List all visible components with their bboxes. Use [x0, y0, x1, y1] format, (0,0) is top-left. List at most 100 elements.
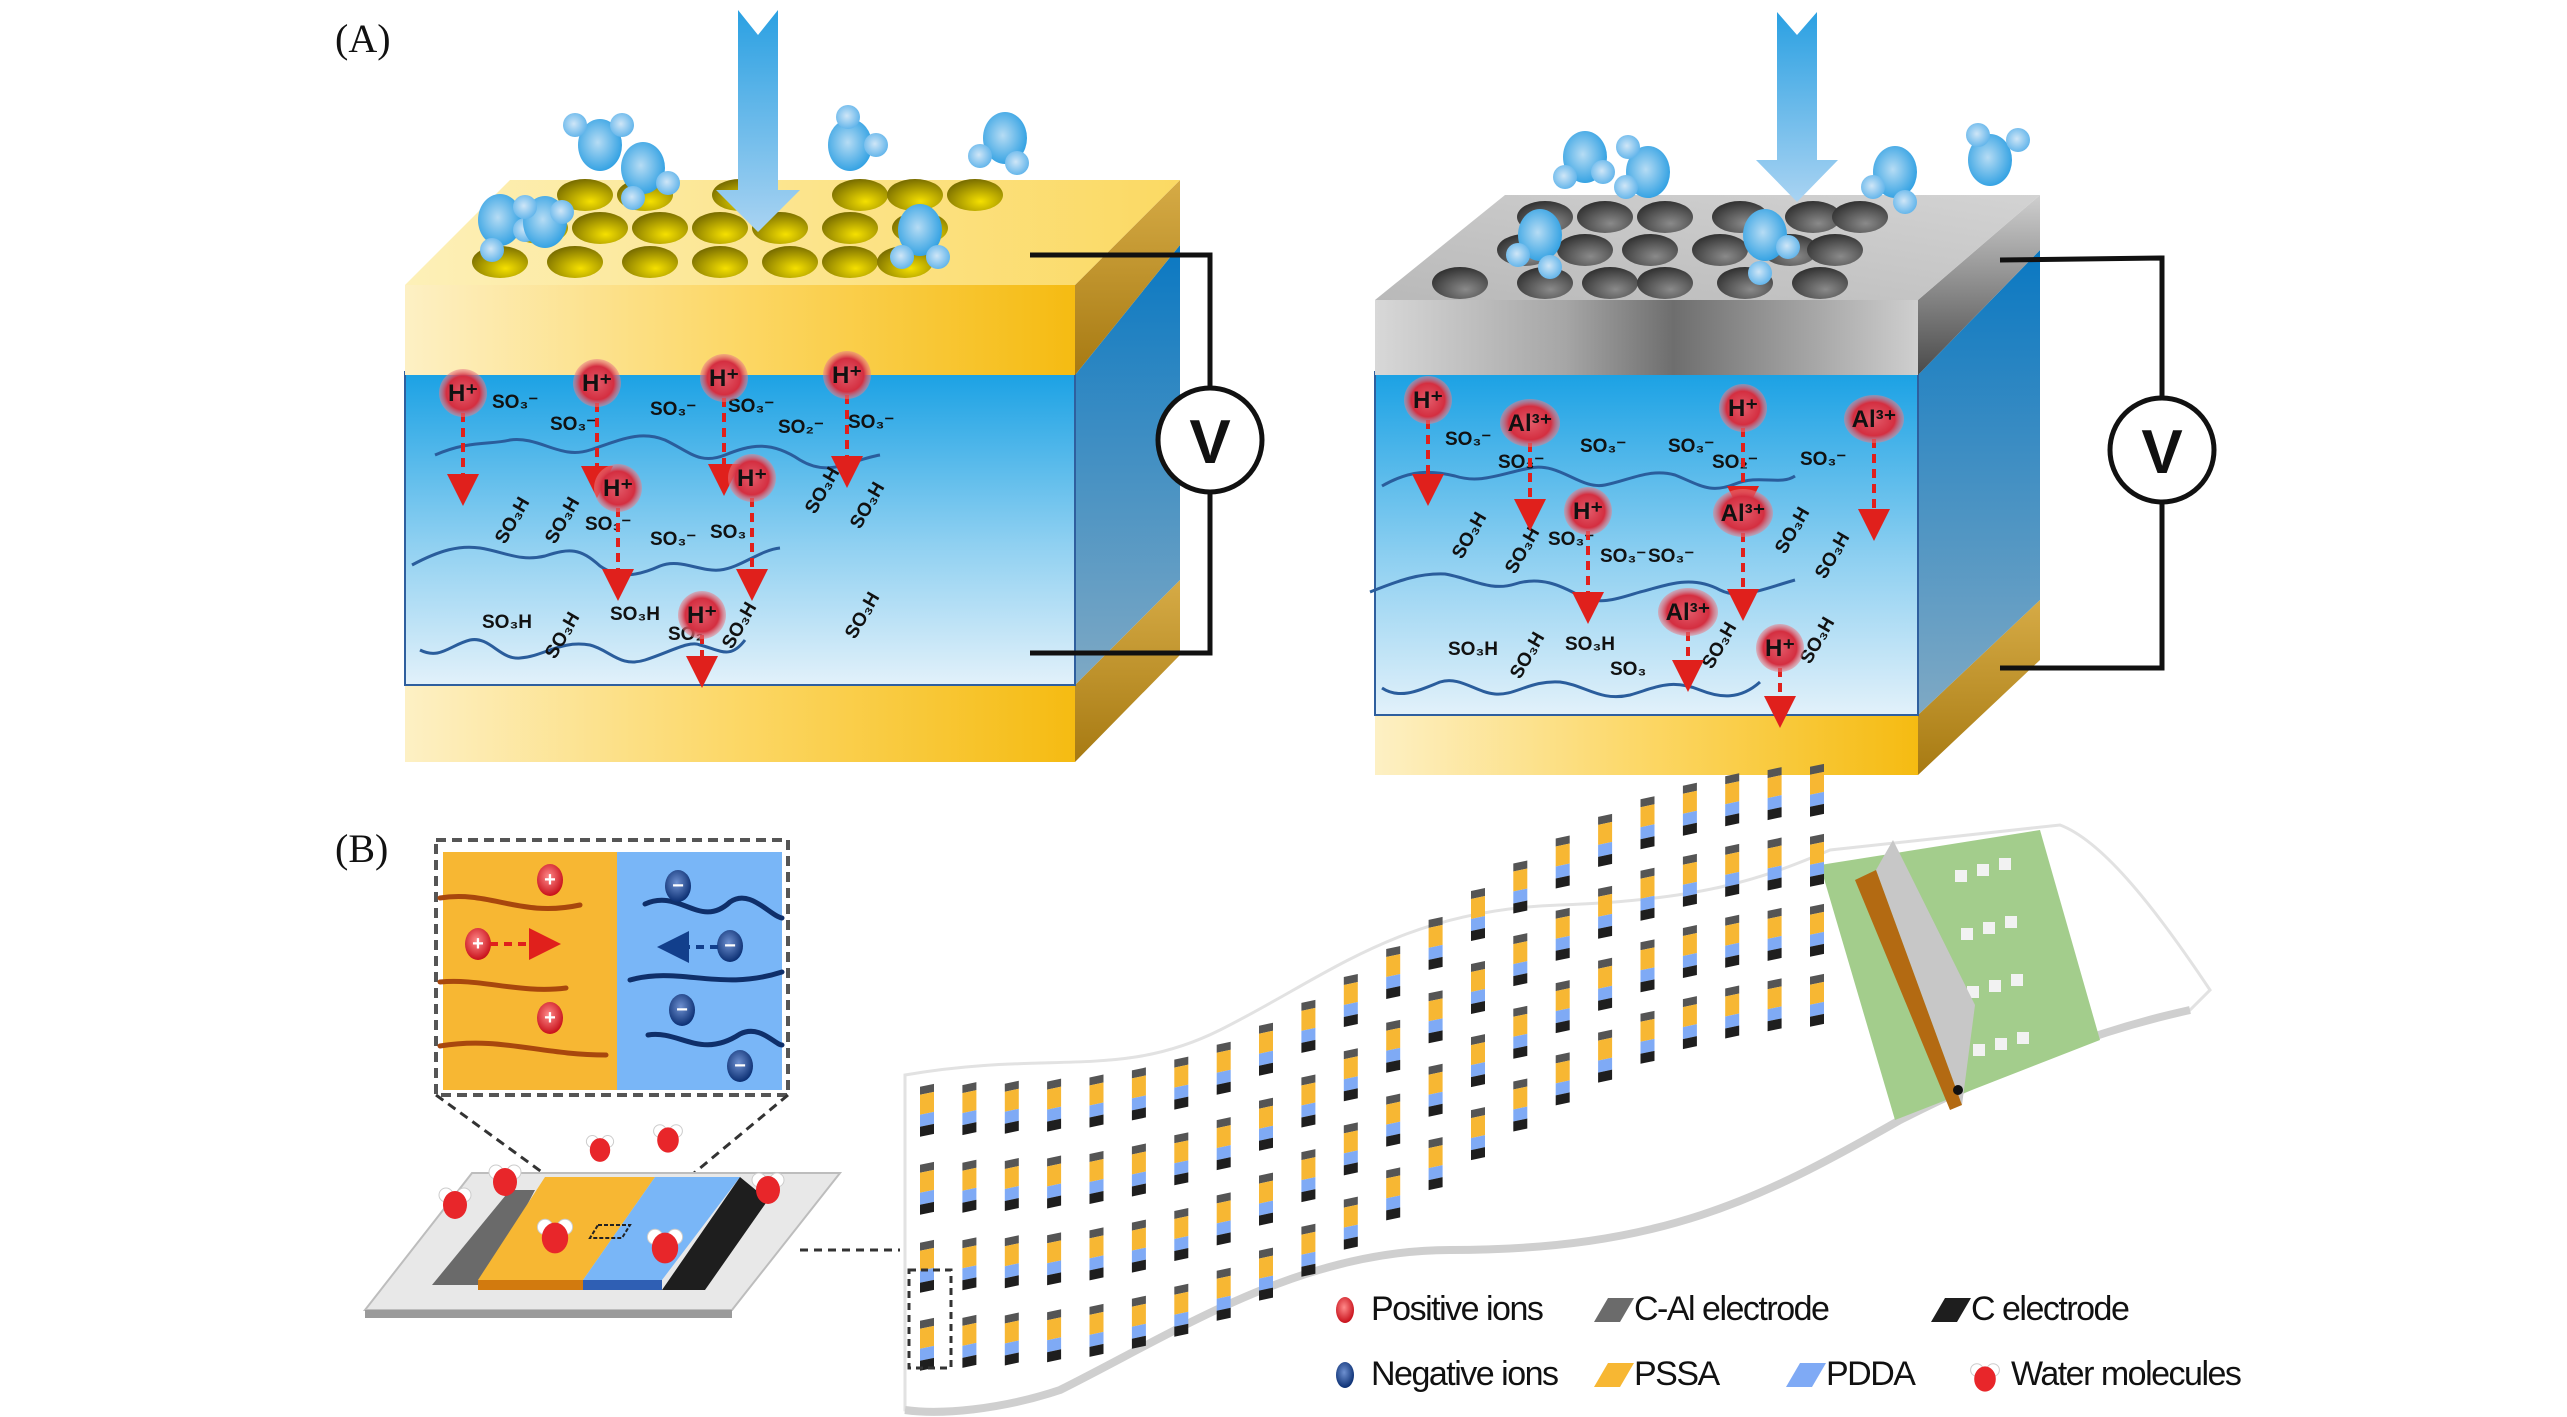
array-device	[1131, 1067, 1146, 1121]
pdda-chains	[627, 895, 785, 1048]
array-device	[1767, 907, 1782, 961]
pore	[1807, 234, 1863, 266]
array-device	[1216, 1192, 1231, 1246]
polymer-chains	[411, 434, 881, 664]
sulfonic-group-label: SO₃H	[1565, 634, 1615, 655]
array-device	[962, 1237, 977, 1291]
array-device	[1682, 996, 1697, 1050]
array-device	[1428, 990, 1443, 1044]
water-inflow-arrow	[1756, 12, 1838, 202]
array-device	[1682, 782, 1697, 836]
pore	[1832, 201, 1888, 233]
array-device	[962, 1314, 977, 1368]
cations: H⁺Al³⁺H⁺Al³⁺H⁺Al³⁺Al³⁺H⁺	[1404, 376, 1904, 728]
array-device	[1216, 1267, 1231, 1321]
svg-text:−: −	[724, 935, 736, 957]
water-molecule	[1743, 209, 1800, 285]
pssa-swatch-icon	[1594, 1363, 1634, 1387]
array-device	[920, 1239, 934, 1293]
inset-pdda-region	[617, 852, 782, 1090]
pore	[1637, 267, 1693, 299]
array-device	[1216, 1041, 1231, 1095]
array-device	[1598, 1029, 1613, 1083]
array-device	[1598, 957, 1613, 1011]
water-molecule	[968, 112, 1029, 175]
panel-a-label: (A)	[335, 16, 391, 61]
selected-device-highlight	[907, 1268, 953, 1370]
array-device	[1004, 1312, 1019, 1366]
voltmeter: V	[1155, 385, 1265, 495]
array-device	[1640, 867, 1655, 921]
array-device	[1810, 833, 1824, 887]
ion-label: H⁺	[832, 362, 862, 389]
legend-item-c-al: C-Al electrode	[1594, 1290, 1831, 1328]
pad-contact	[1955, 870, 1967, 882]
array-device	[1471, 888, 1485, 941]
cation: H⁺	[1404, 376, 1452, 506]
pore	[1517, 267, 1573, 299]
pore	[1557, 234, 1613, 266]
array-device	[1004, 1080, 1019, 1134]
water-molecule	[438, 1187, 472, 1219]
sulfonic-group-label: SO₃⁻	[1600, 546, 1646, 567]
array-device	[1725, 914, 1740, 968]
cation: H⁺	[573, 359, 621, 498]
pore	[822, 246, 878, 278]
array-device	[1216, 1117, 1231, 1171]
array-device	[1089, 1227, 1104, 1281]
array-device	[1047, 1155, 1062, 1209]
cation: H⁺	[728, 454, 776, 601]
polymer-chain	[1381, 465, 1796, 490]
sulfonic-group-label: SO₃H	[1448, 639, 1498, 660]
array-device	[1386, 1093, 1401, 1147]
negative-ion: −	[665, 870, 691, 902]
pad-contact	[1983, 922, 1995, 934]
array-device	[962, 1082, 977, 1136]
array-device	[1047, 1078, 1062, 1132]
cation: H⁺	[823, 351, 871, 488]
sulfonic-group-label: SO₃H	[610, 604, 660, 625]
array-device	[1555, 907, 1570, 961]
ion-label: Al³⁺	[1666, 599, 1711, 626]
pore	[692, 212, 748, 244]
legend-label: C-Al electrode	[1634, 1290, 1829, 1328]
array-device	[1598, 813, 1613, 867]
legend-item-positive: Positive ions	[1336, 1290, 1544, 1328]
ion-label: H⁺	[737, 465, 767, 492]
pore	[1792, 267, 1848, 299]
positive-ion: +	[537, 864, 563, 896]
bottom-electrode-side	[1918, 600, 2040, 775]
circuit-wire	[1030, 252, 1213, 656]
polymer-chain	[419, 638, 747, 664]
cation: H⁺	[594, 464, 642, 601]
sulfonic-group-label: SO₃⁻	[650, 529, 696, 550]
array-device	[1471, 1034, 1485, 1088]
array-device	[1810, 973, 1824, 1027]
ion-label: Al³⁺	[1852, 406, 1897, 433]
voltmeter: V	[2107, 395, 2217, 505]
sulfonic-group-label: SO₃⁻	[1800, 449, 1846, 470]
array-device	[1259, 1097, 1273, 1151]
pore	[1432, 267, 1488, 299]
water-molecules	[1506, 123, 2030, 285]
legend-label: PDDA	[1826, 1355, 1916, 1393]
svg-text:−: −	[672, 875, 684, 897]
water-molecule	[646, 1228, 684, 1264]
water-molecule	[585, 1135, 615, 1162]
legend-item-pssa: PSSA	[1594, 1355, 1722, 1393]
array-device	[1513, 1078, 1528, 1132]
array-device	[1471, 1107, 1485, 1161]
pad-contact	[1999, 858, 2011, 870]
ion-label: H⁺	[1413, 387, 1443, 414]
negative-ions: −−−−	[665, 870, 753, 1082]
top-electrode-front	[1375, 300, 1918, 375]
sulfonic-group-label: SO₂⁻	[1712, 452, 1758, 473]
pore	[1577, 201, 1633, 233]
cation: H⁺	[1564, 487, 1612, 624]
array-device	[1131, 1295, 1146, 1349]
cation: H⁺	[439, 369, 487, 506]
pore	[1785, 201, 1841, 233]
pad-contact	[2017, 1032, 2029, 1044]
